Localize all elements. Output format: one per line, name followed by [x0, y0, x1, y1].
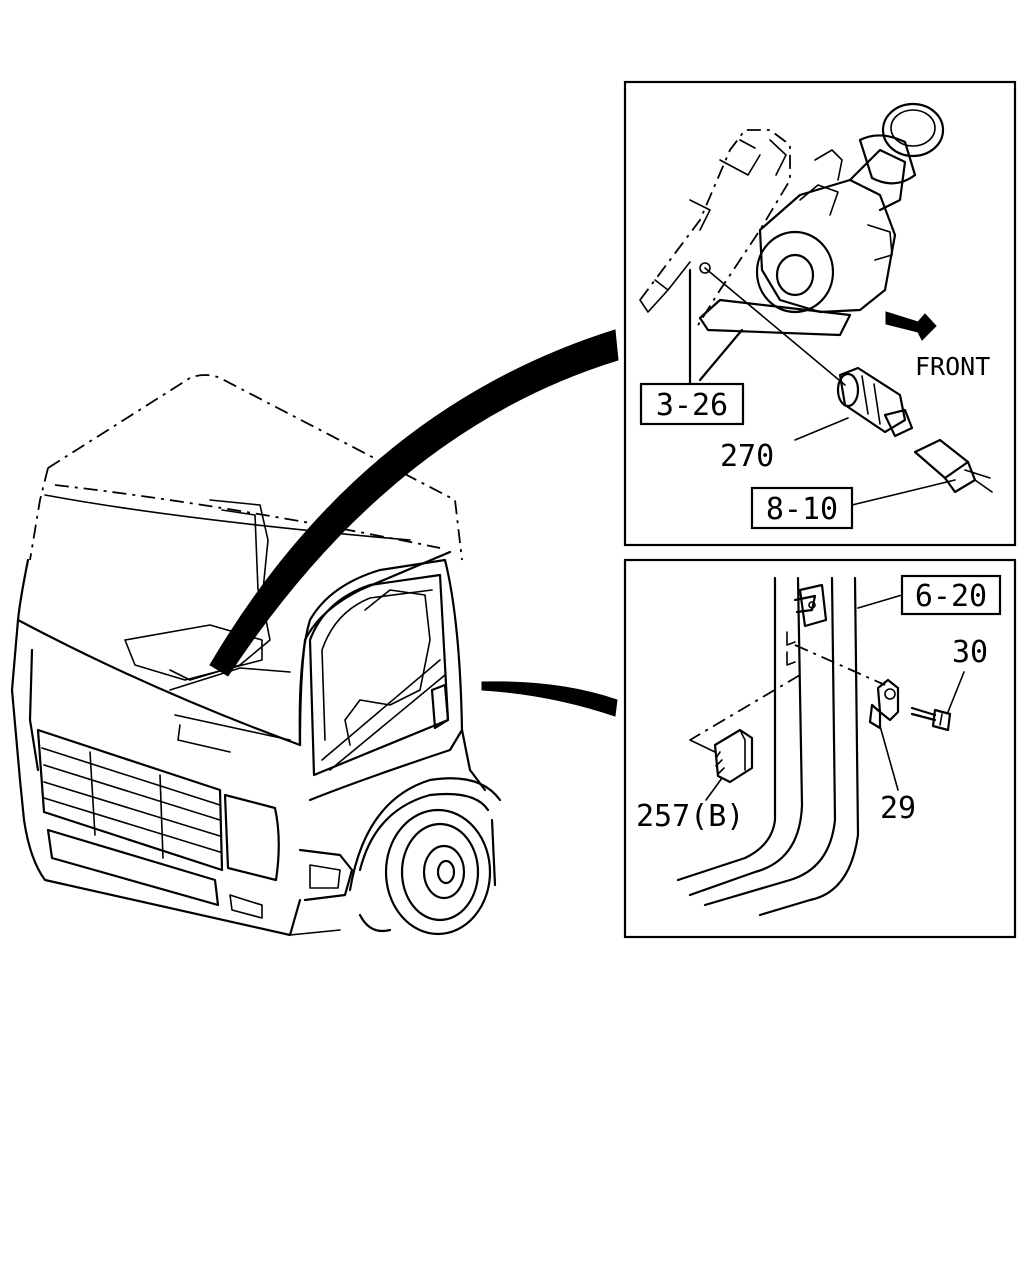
callout-270: 270 — [720, 439, 774, 474]
ref-box-6-20 — [900, 574, 1002, 616]
ref-box-3-26 — [639, 382, 745, 426]
sweep-to-bottom-detail — [481, 681, 618, 717]
leader-sweeps — [209, 329, 619, 717]
detail-panel-top — [623, 80, 1017, 547]
callout-257b: 257(B) — [636, 799, 744, 834]
direction-arrow-icon — [885, 311, 937, 341]
truck-cab-illustration — [10, 374, 502, 937]
sweep-to-top-detail — [209, 329, 619, 677]
pedal-assembly-illustration — [639, 102, 993, 494]
callout-30: 30 — [952, 635, 988, 670]
ref-8-10: 8-10 — [766, 492, 838, 527]
door-frame-illustration — [676, 576, 952, 917]
detail-panel-bottom — [623, 558, 1017, 939]
callout-29: 29 — [880, 791, 916, 826]
direction-label: FRONT — [915, 352, 990, 381]
ref-box-8-10 — [750, 486, 854, 530]
ref-6-20: 6-20 — [915, 579, 987, 614]
ref-3-26: 3-26 — [656, 388, 728, 423]
